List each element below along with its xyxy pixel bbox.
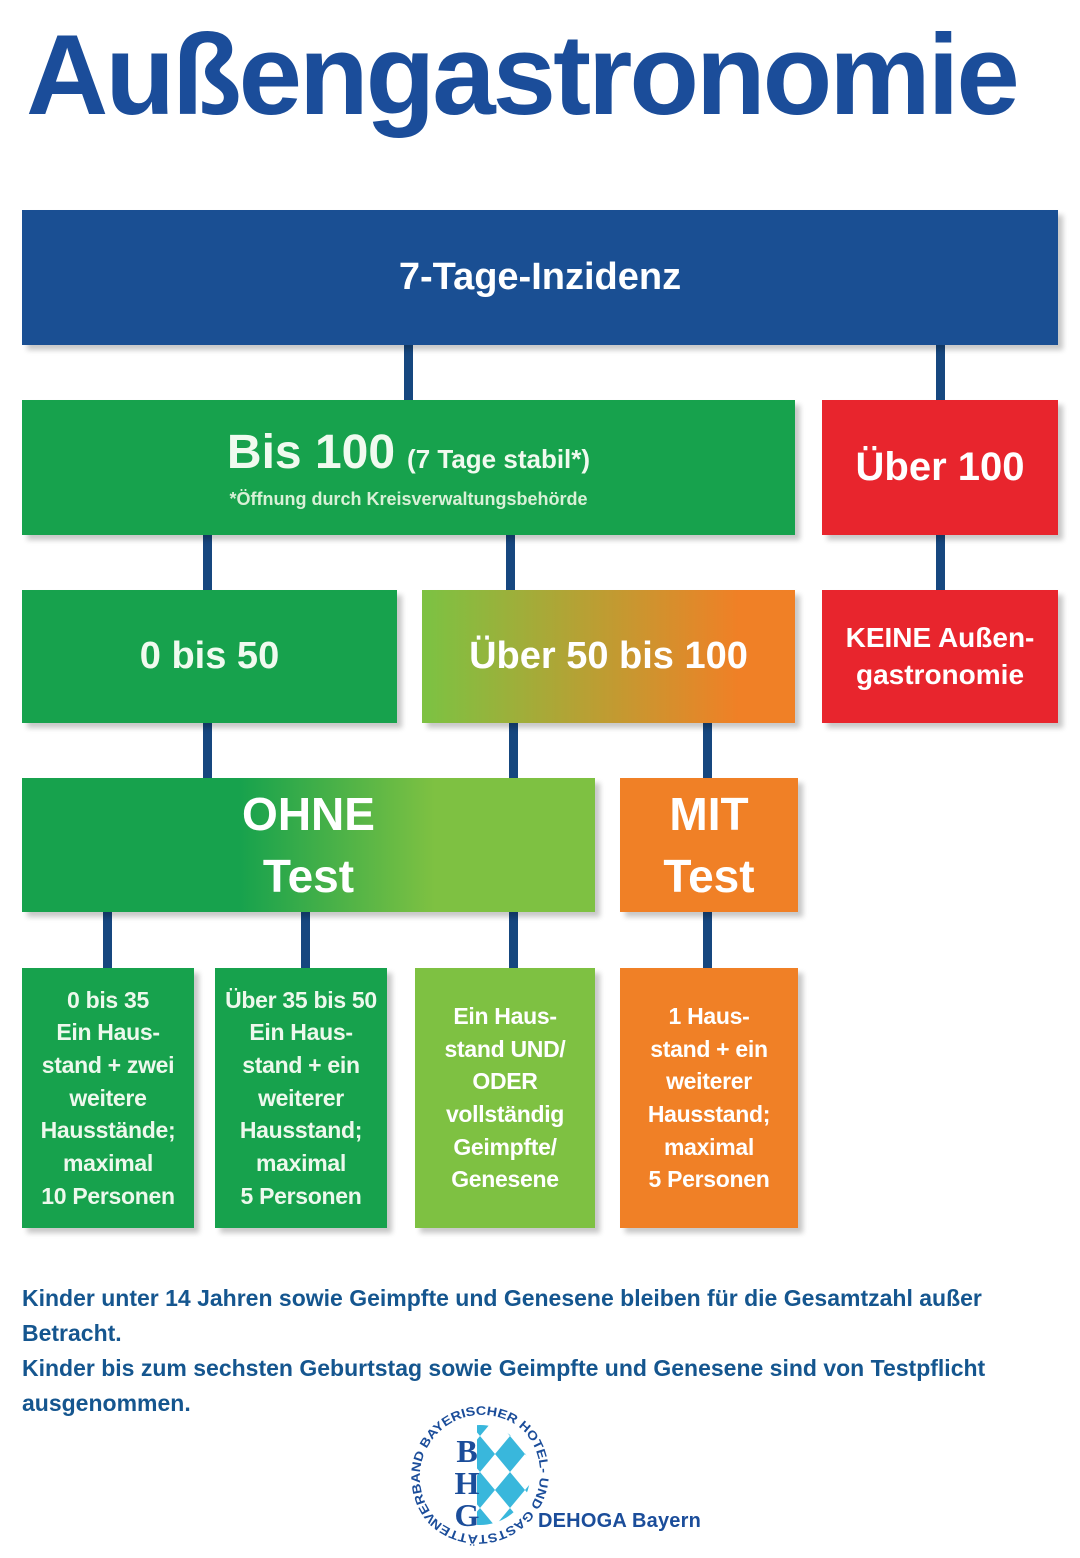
rule1-line: 10 Personen	[41, 1182, 175, 1209]
connector-mittest-rule4	[703, 910, 712, 971]
rule3-line: stand UND/	[444, 1035, 566, 1062]
page-title: Außengastronomie	[26, 12, 1020, 139]
mit-test-line1: MIT	[669, 787, 749, 840]
footnote: Kinder unter 14 Jahren sowie Geimpfte un…	[22, 1281, 1062, 1421]
ohne-test-line2: Test	[262, 850, 355, 902]
incidence-banner: 7-Tage-Inzidenz	[22, 210, 1058, 345]
connector-50bis100-mittest	[703, 721, 712, 781]
rule-box-haushalt-geimpfte-genesene: Ein Haus- stand UND/ ODER vollständig Ge…	[415, 968, 595, 1228]
connector-bis100-50bis100	[506, 533, 515, 593]
connector-banner-ueber100	[936, 343, 945, 403]
rule2-line: weiterer	[258, 1084, 344, 1111]
dehoga-bayern-caption: DEHOGA Bayern	[538, 1510, 702, 1532]
incidence-banner-label: 7-Tage-Inzidenz	[398, 256, 682, 298]
rule1-line: weitere	[69, 1084, 147, 1111]
footnote-line1: Kinder unter 14 Jahren sowie Geimpfte un…	[22, 1285, 982, 1346]
rule1-line: Hausstände;	[40, 1117, 176, 1144]
rule4-line: 5 Personen	[648, 1166, 770, 1193]
ueber-100-label: Über 100	[855, 445, 1025, 489]
rule2-line: Hausstand;	[239, 1117, 363, 1144]
node-bis-100: Bis 100 (7 Tage stabil*) *Öffnung durch …	[22, 400, 795, 535]
connector-0bis50-ohnetest	[203, 721, 212, 781]
rule2-line: stand + ein	[242, 1052, 360, 1079]
rule3-line: Genesene	[451, 1166, 559, 1193]
rule1-line: 0 bis 35	[67, 986, 149, 1013]
bavaria-diamond-flag-icon	[477, 1425, 531, 1526]
rule3-line: vollständig	[445, 1101, 565, 1127]
keine-label-line1: KEINE Außen-	[845, 622, 1035, 654]
connector-bis100-0bis50	[203, 533, 212, 593]
rule1-line: stand + zwei	[41, 1052, 175, 1079]
rule-box-0-bis-35: 0 bis 35 Ein Haus- stand + zwei weitere …	[22, 968, 194, 1228]
node-mit-test: MIT Test	[620, 778, 798, 912]
bhg-letter-g: G	[455, 1497, 480, 1533]
keine-label-line2: gastronomie	[855, 658, 1025, 690]
bhg-letters: B H G	[455, 1433, 480, 1533]
ohne-test-line1: OHNE	[242, 787, 375, 840]
bhg-letter-b: B	[456, 1433, 477, 1469]
connector-ueber100-keine	[936, 533, 945, 593]
node-ueber-50-bis-100: Über 50 bis 100	[422, 590, 795, 723]
rule-box-ueber-35-bis-50: Über 35 bis 50 Ein Haus- stand + ein wei…	[215, 968, 387, 1228]
rule2-line: 5 Personen	[240, 1182, 362, 1209]
node-ohne-test: OHNE Test	[22, 778, 595, 912]
rule4-line: 1 Haus-	[668, 1003, 750, 1030]
bis-100-suffix: (7 Tage stabil*)	[407, 444, 591, 474]
0-bis-50-label: 0 bis 50	[139, 635, 280, 677]
node-keine-aussengastronomie: KEINE Außen- gastronomie	[822, 590, 1058, 723]
bis-100-label: Bis 100	[226, 426, 396, 479]
bhg-letter-h: H	[455, 1465, 480, 1501]
bhg-logo: VERBAND BAYERISCHER HOTEL- UND GASTSTÄTT…	[409, 1404, 551, 1547]
connector-ohnetest-rule3	[509, 910, 518, 971]
rule1-line: maximal	[63, 1149, 153, 1176]
rule1-line: Ein Haus-	[56, 1019, 160, 1046]
rule3-line: ODER	[472, 1068, 538, 1095]
node-0-bis-50: 0 bis 50	[22, 590, 397, 723]
rule3-line: Geimpfte/	[453, 1133, 557, 1160]
bis-100-heading: Bis 100 (7 Tage stabil*)	[227, 425, 590, 480]
connector-50bis100-ohnetest	[509, 721, 518, 781]
ueber-50-bis-100-label: Über 50 bis 100	[469, 635, 748, 677]
rule3-line: Ein Haus-	[453, 1003, 557, 1030]
mit-test-line2: Test	[663, 850, 755, 902]
connector-ohnetest-rule1	[103, 910, 112, 971]
rule4-line: Hausstand;	[647, 1101, 771, 1127]
rule2-line: Über 35 bis 50	[225, 986, 377, 1013]
connector-ohnetest-rule2	[301, 910, 310, 971]
connector-banner-bis100	[404, 343, 413, 403]
footnote-line2: Kinder bis zum sechsten Geburtstag sowie…	[22, 1355, 986, 1416]
rule2-line: Ein Haus-	[249, 1019, 353, 1046]
rule2-line: maximal	[256, 1149, 346, 1176]
rule4-line: maximal	[664, 1133, 754, 1160]
rule4-line: weiterer	[666, 1068, 752, 1095]
rule4-line: stand + ein	[650, 1035, 768, 1062]
bis-100-footnote: *Öffnung durch Kreisverwaltungsbehörde	[229, 489, 588, 509]
rule-box-mit-test-regel: 1 Haus- stand + ein weiterer Hausstand; …	[620, 968, 798, 1228]
node-ueber-100: Über 100	[822, 400, 1058, 535]
